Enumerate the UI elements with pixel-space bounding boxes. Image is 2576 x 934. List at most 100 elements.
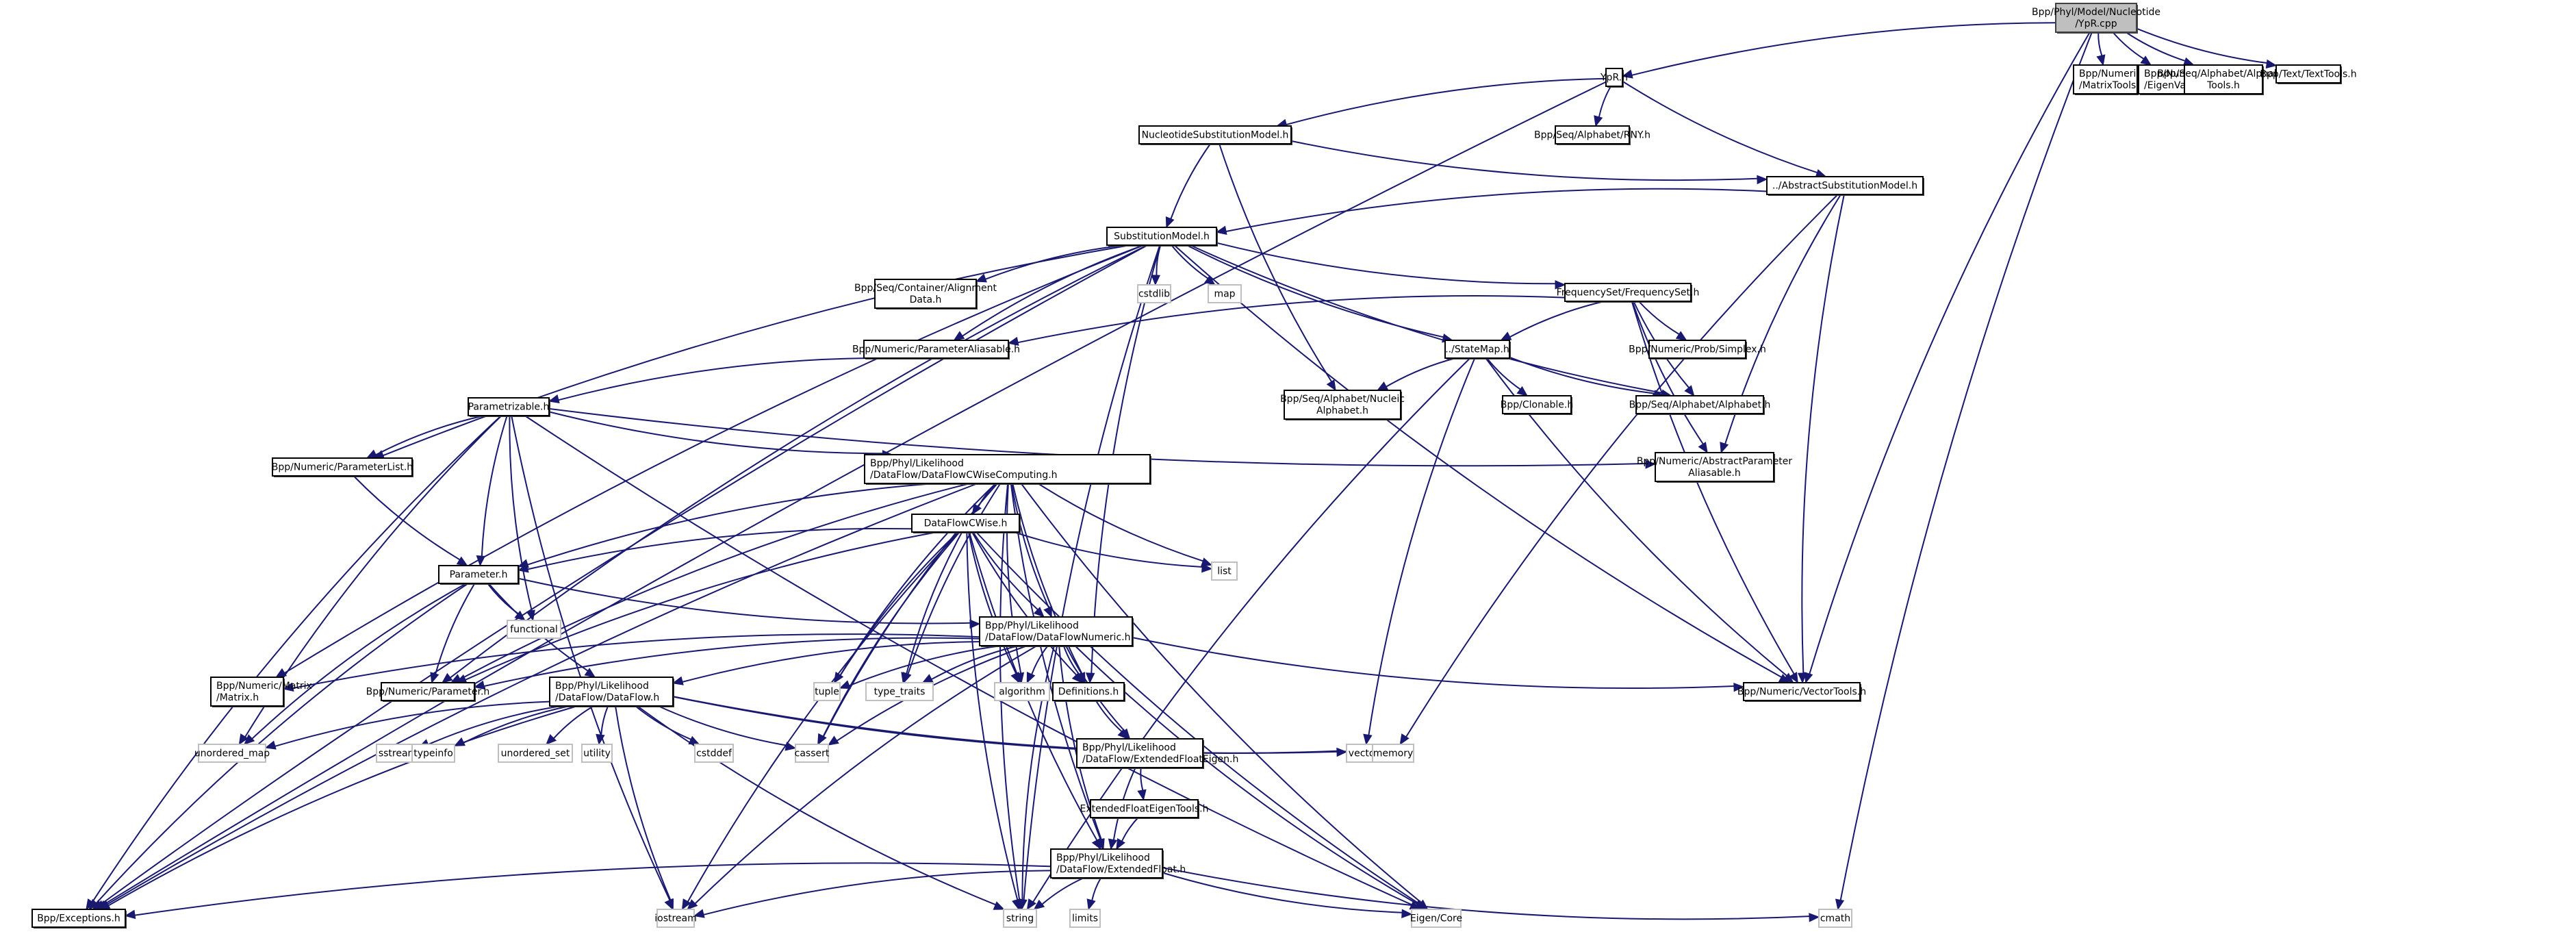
node-dfnumeric[interactable]: Bpp/Phyl/Likelihood/DataFlow/DataFlowNum…	[979, 616, 1134, 647]
node-matrix_h[interactable]: Bpp/Numeric/Matrix/Matrix.h	[210, 677, 312, 707]
node-box[interactable]	[1655, 452, 1774, 482]
node-texttools[interactable]: Bpp/Text/TextTools.h	[2260, 64, 2357, 84]
node-box[interactable]	[979, 616, 1133, 646]
node-box[interactable]	[2275, 64, 2341, 84]
node-label: string	[1006, 913, 1034, 924]
node-box[interactable]	[1766, 176, 1924, 195]
node-simplex[interactable]: Bpp/Numeric/Prob/Simplex.h	[1629, 340, 1766, 359]
arrowhead-icon	[901, 672, 910, 684]
node-box[interactable]	[1564, 283, 1692, 302]
edge-statemap-to-alphabet	[1509, 356, 1655, 394]
node-extfloateigen[interactable]: Bpp/Phyl/Likelihood/DataFlow/ExtendedFlo…	[1076, 738, 1238, 769]
node-parametrizable[interactable]: Parametrizable.h	[468, 397, 550, 417]
node-box[interactable]	[1555, 125, 1630, 144]
node-statemap[interactable]: ../StateMap.h	[1444, 340, 1511, 359]
node-box[interactable]	[1138, 125, 1292, 144]
node-box[interactable]	[1648, 340, 1746, 359]
node-matrixtools[interactable]: Bpp/Numeric/Matrix/MatrixTools.h	[2073, 64, 2175, 95]
node-box[interactable]	[438, 565, 519, 584]
node-box[interactable]	[31, 909, 126, 928]
node-numparameter[interactable]: Bpp/Numeric/Parameter.h	[366, 682, 490, 702]
edge-extfloat-to-cmath	[1162, 867, 1810, 920]
node-box	[1372, 744, 1414, 763]
node-definitions[interactable]: Definitions.h	[1052, 682, 1125, 702]
arrowhead-icon	[693, 909, 705, 918]
arrowhead-icon	[1151, 275, 1160, 286]
node-box[interactable]	[1284, 390, 1401, 420]
node-extfloat[interactable]: Bpp/Phyl/Likelihood/DataFlow/ExtendedFlo…	[1050, 848, 1186, 879]
node-nucsubmodel[interactable]: NucleotideSubstitutionModel.h	[1138, 125, 1292, 145]
node-label: cstdlib	[1138, 289, 1170, 300]
node-ypr_cpp[interactable]: Bpp/Phyl/Model/Nucleotide/YpR.cpp	[2032, 3, 2160, 34]
node-label: memory	[1373, 748, 1414, 759]
node-dfcwisecomputing[interactable]: Bpp/Phyl/Likelihood/DataFlow/DataFlowCWi…	[864, 454, 1151, 485]
edge-dataflow-to-typeinfo	[463, 705, 570, 744]
node-label: unordered_set	[501, 748, 570, 759]
edge-ypr_cpp-to-eigenvalue	[2112, 31, 2145, 60]
node-box[interactable]	[1090, 799, 1199, 818]
node-box[interactable]	[272, 457, 413, 477]
node-box[interactable]	[864, 454, 1151, 484]
node-box[interactable]	[1444, 340, 1510, 359]
arrowhead-icon	[1137, 789, 1147, 801]
node-box[interactable]	[1106, 227, 1217, 246]
node-box[interactable]	[2073, 64, 2138, 94]
node-clonable[interactable]: Bpp/Clonable.h	[1501, 395, 1574, 415]
node-dfcwise[interactable]: DataFlowCWise.h	[911, 514, 1021, 533]
node-box[interactable]	[1743, 682, 1861, 701]
node-box[interactable]	[1052, 682, 1125, 701]
arrowhead-icon	[124, 909, 136, 920]
edge-statemap-to-clonable	[1486, 357, 1521, 390]
node-box[interactable]	[1605, 68, 1623, 87]
edge-dataflow-to-exceptions	[107, 705, 578, 907]
node-rny[interactable]: Bpp/Seq/Alphabet/RNY.h	[1534, 125, 1650, 145]
node-ypr_h[interactable]: YpR.h	[1600, 68, 1628, 88]
node-paramlist[interactable]: Bpp/Numeric/ParameterList.h	[272, 457, 413, 477]
node-box[interactable]	[874, 279, 977, 309]
node-paramaliasable[interactable]: Bpp/Numeric/ParameterAliasable.h	[852, 340, 1020, 359]
node-typeinfo: typeinfo	[411, 744, 455, 763]
edge-statemap-to-nucalphabet	[1386, 357, 1456, 388]
node-box[interactable]	[549, 677, 674, 707]
node-label: Bpp/Seq/Container/Alignment	[854, 283, 997, 294]
node-submodel[interactable]: SubstitutionModel.h	[1106, 227, 1218, 247]
node-parameter_h[interactable]: Parameter.h	[438, 565, 520, 585]
node-box[interactable]	[1502, 395, 1572, 414]
node-label: /DataFlow/DataFlowCWiseComputing.h	[870, 470, 1058, 481]
arrowhead-icon	[88, 898, 99, 910]
edge-extfloat-to-eigencore	[1162, 872, 1403, 913]
node-label: Bpp/Clonable.h	[1501, 400, 1574, 411]
arrowhead-icon	[1201, 563, 1213, 573]
arrowhead-icon	[1215, 225, 1227, 235]
node-exceptions[interactable]: Bpp/Exceptions.h	[31, 909, 127, 929]
node-box[interactable]	[2184, 64, 2263, 94]
node-box[interactable]	[468, 397, 550, 416]
node-box	[507, 620, 561, 639]
node-box[interactable]	[1076, 738, 1203, 768]
node-box[interactable]	[381, 682, 475, 701]
node-freqset[interactable]: FrequencySet/FrequencySet.h	[1557, 283, 1700, 303]
node-box[interactable]	[2055, 3, 2137, 33]
node-alphabet[interactable]: Bpp/Seq/Alphabet/Alphabet.h	[1629, 395, 1771, 415]
node-box[interactable]	[1635, 395, 1764, 414]
node-box[interactable]	[1050, 848, 1163, 879]
node-extfloateigentools[interactable]: ExtendedFloatEigenTools.h	[1080, 799, 1209, 819]
node-box	[994, 682, 1050, 701]
node-vectortools[interactable]: Bpp/Numeric/VectorTools.h	[1737, 682, 1866, 702]
node-box[interactable]	[210, 677, 284, 707]
arrowhead-icon	[476, 555, 485, 567]
node-box[interactable]	[863, 340, 1009, 359]
node-box	[1208, 284, 1242, 303]
node-dataflow[interactable]: Bpp/Phyl/Likelihood/DataFlow/DataFlow.h	[549, 677, 674, 707]
arrowhead-icon	[1645, 459, 1657, 469]
node-map: map	[1208, 284, 1242, 303]
arrowhead-icon	[921, 674, 934, 683]
node-box[interactable]	[911, 514, 1020, 533]
node-abssubmodel[interactable]: ../AbstractSubstitutionModel.h	[1766, 176, 1924, 196]
arrowhead-icon	[1033, 899, 1045, 910]
edge-extfloat-to-limits	[1091, 877, 1102, 901]
